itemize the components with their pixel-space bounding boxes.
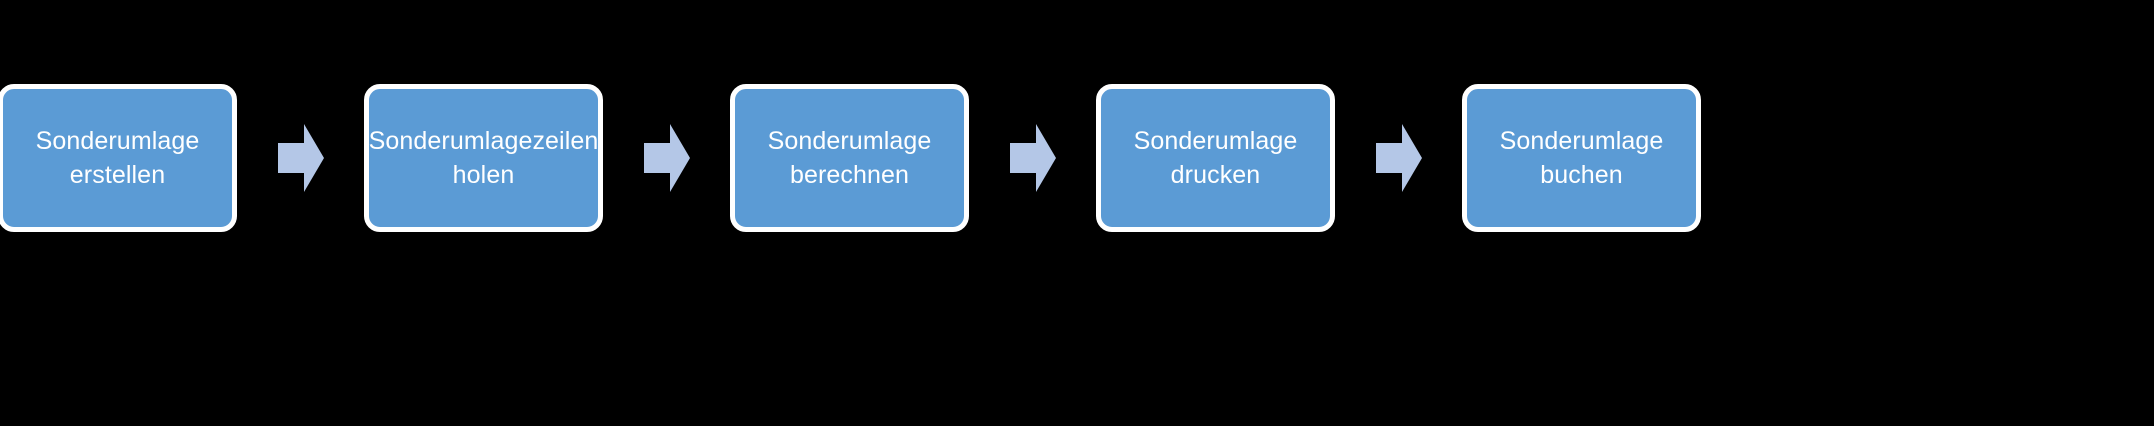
process-step-4-label: Sonderumlage drucken	[1133, 127, 1298, 189]
process-step-3[interactable]: Sonderumlage berechnen	[730, 84, 969, 232]
process-step-5-label: Sonderumlage buchen	[1499, 127, 1664, 189]
process-step-2-label: Sonderumlagezeilen holen	[368, 127, 599, 189]
connector-2	[639, 84, 695, 232]
connector-1	[273, 84, 329, 232]
connector-3	[1005, 84, 1061, 232]
process-step-2[interactable]: Sonderumlagezeilen holen	[364, 84, 603, 232]
process-flow-row: Sonderumlage erstellen Sonderumlagezeile…	[0, 84, 2154, 232]
right-arrow-icon	[1376, 124, 1422, 192]
connector-4	[1371, 84, 1427, 232]
process-step-4[interactable]: Sonderumlage drucken	[1096, 84, 1335, 232]
process-step-3-label: Sonderumlage berechnen	[767, 127, 932, 189]
process-step-1-label: Sonderumlage erstellen	[35, 127, 200, 189]
process-step-5[interactable]: Sonderumlage buchen	[1462, 84, 1701, 232]
right-arrow-icon	[278, 124, 324, 192]
process-step-1[interactable]: Sonderumlage erstellen	[0, 84, 237, 232]
right-arrow-icon	[644, 124, 690, 192]
right-arrow-icon	[1010, 124, 1056, 192]
